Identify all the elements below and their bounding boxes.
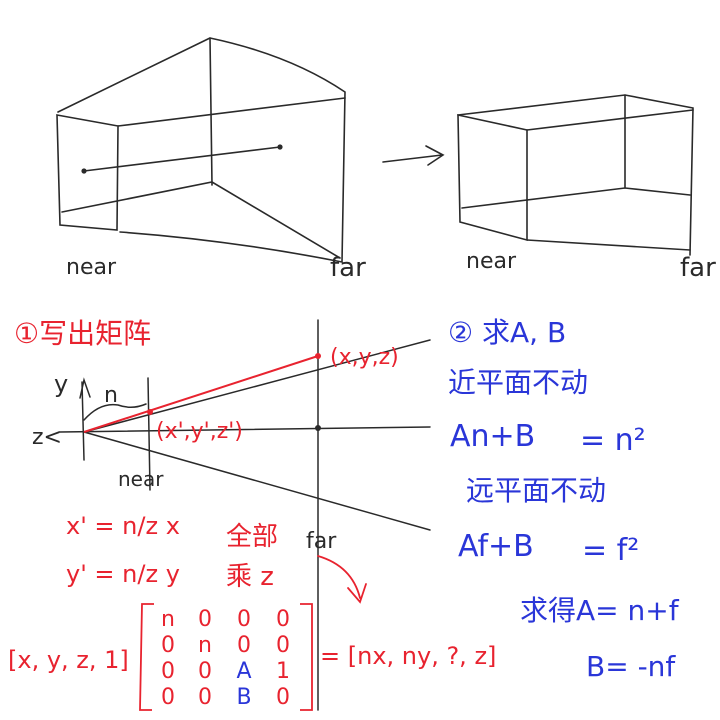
matrix-cell: 0 xyxy=(198,607,212,632)
solve-a: 求得A= n+f xyxy=(520,594,680,627)
transform-arrow-icon xyxy=(382,145,445,166)
frustum-near-label: near xyxy=(66,255,117,280)
side-far-label: far xyxy=(306,529,337,554)
solve-b: B= -nf xyxy=(586,650,676,683)
far-axis-marker xyxy=(315,425,321,431)
side-view-diagram xyxy=(59,319,431,711)
matrix-cell: 0 xyxy=(198,659,212,684)
curved-arrow-icon xyxy=(317,555,367,604)
matrix-cell: 0 xyxy=(276,633,290,658)
matrix-cell: 0 xyxy=(161,659,175,684)
matrix-cell: 0 xyxy=(276,607,290,632)
near-point-marker xyxy=(147,409,153,415)
projection-matrix: n 0 0 0 0 n 0 0 0 0 A 1 0 0 B 0 xyxy=(161,607,290,710)
cuboid-near-label: near xyxy=(466,249,517,274)
eq-y-prime: y' = n/z y xyxy=(66,560,180,588)
far-plane-heading: 远平面不动 xyxy=(466,474,606,507)
note-multiply-line2: 乘 z xyxy=(226,562,274,592)
matrix-cell: n xyxy=(198,633,212,658)
matrix-left-bracket xyxy=(139,603,154,711)
matrix-cell: 0 xyxy=(161,685,175,710)
cuboid-sketch xyxy=(457,94,694,256)
note-multiply-line1: 全部 xyxy=(226,522,278,552)
matrix-right-bracket xyxy=(300,603,313,711)
far-plane-eq-rhs: = f² xyxy=(582,533,639,568)
matrix-cell: 0 xyxy=(276,685,290,710)
y-axis-arrow-icon xyxy=(79,377,91,399)
frustum-far-label: far xyxy=(330,253,366,283)
far-point-label: (x,y,z) xyxy=(330,345,399,370)
n-distance-label: n xyxy=(104,383,118,408)
cuboid-far-label: far xyxy=(680,253,716,283)
z-axis-label: z< xyxy=(32,425,62,450)
eq-x-prime: x' = n/z x xyxy=(66,512,180,540)
matrix-product-result: = [nx, ny, ?, z] xyxy=(320,642,496,670)
near-plane-eq-lhs: An+B xyxy=(450,419,535,454)
far-point-marker xyxy=(315,353,321,359)
matrix-cell: 0 xyxy=(237,633,251,658)
row-vector: [x, y, z, 1] xyxy=(8,646,129,674)
matrix-cell: A xyxy=(236,659,251,684)
near-point-label: (x',y',z') xyxy=(156,419,243,444)
matrix-cell: B xyxy=(236,685,251,710)
matrix-cell: 0 xyxy=(237,607,251,632)
side-near-label: near xyxy=(118,467,164,491)
projection-ray xyxy=(83,355,319,433)
matrix-cell: n xyxy=(161,607,175,632)
matrix-cell: 0 xyxy=(161,633,175,658)
near-plane-eq-rhs: = n² xyxy=(580,423,646,458)
step1-title: ①写出矩阵 xyxy=(14,317,151,350)
matrix-cell: 0 xyxy=(198,685,212,710)
near-plane-heading: 近平面不动 xyxy=(448,366,588,399)
y-axis-label: y xyxy=(54,370,68,398)
frustum-sketch xyxy=(56,37,346,263)
matrix-cell: 1 xyxy=(276,659,290,684)
step2-title: ② 求A, B xyxy=(448,316,566,349)
far-plane-eq-lhs: Af+B xyxy=(458,529,534,564)
